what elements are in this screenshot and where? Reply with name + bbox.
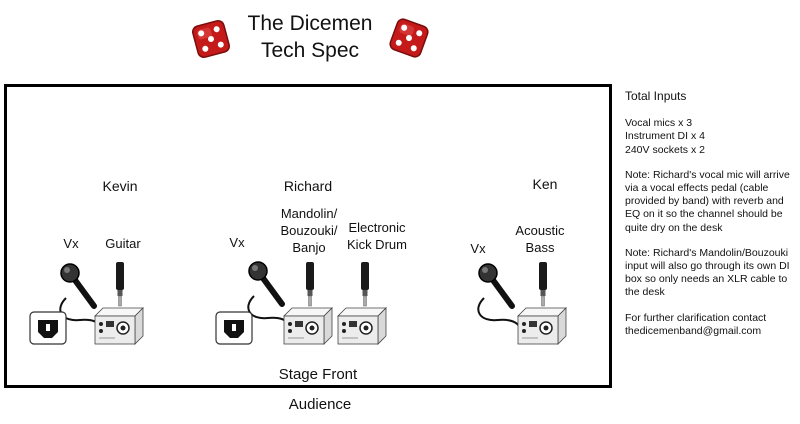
page-title: The Dicemen Tech Spec (230, 10, 390, 64)
richard-di-box-icon-1 (283, 307, 333, 345)
ken-inst-line-1: Acoustic (515, 223, 565, 238)
kevin-power-socket-icon (29, 311, 67, 345)
note-vocal-pedal: Note: Richard's vocal mic will arrive vi… (625, 168, 790, 234)
stage-area (4, 84, 612, 388)
dice-icon-right (387, 16, 431, 60)
ken-name: Ken (532, 176, 558, 192)
contact-text: For further clarification contact thedic… (625, 311, 767, 337)
kevin-jack-cable-icon (115, 261, 125, 307)
richard-instrument-2-label: Electronic Kick Drum (342, 219, 412, 253)
title-line-2: Tech Spec (260, 39, 360, 62)
ken-vx-label: Vx (470, 241, 486, 256)
richard-jack-cable-icon-1 (305, 261, 315, 307)
title-line-1: The Dicemen (247, 12, 373, 35)
richard-inst1-line-3: Banjo (292, 240, 326, 255)
richard-power-socket-icon (215, 311, 253, 345)
notes-heading: Total Inputs (625, 89, 687, 103)
richard-inst1-line-2: Bouzouki/ (280, 223, 338, 238)
dice-icon-left (190, 18, 232, 60)
audience-label: Audience (288, 396, 352, 413)
richard-inst2-line-1: Electronic (348, 220, 406, 235)
richard-inst1-line-1: Mandolin/ (280, 206, 338, 221)
stage-front-label: Stage Front (278, 366, 358, 383)
ken-instrument-label: Acoustic Bass (510, 222, 570, 256)
richard-name: Richard (283, 178, 333, 194)
note-di-box: Note: Richard's Mandolin/Bouzouki input … (625, 246, 790, 299)
richard-jack-cable-icon-2 (360, 261, 370, 307)
inputs-item: 240V sockets x 2 (625, 143, 705, 156)
inputs-item: Instrument DI x 4 (625, 130, 705, 143)
ken-inst-line-2: Bass (525, 240, 555, 255)
inputs-list: Vocal mics x 3 Instrument DI x 4 240V so… (625, 117, 797, 157)
kevin-guitar-label: Guitar (105, 236, 141, 251)
kevin-name: Kevin (102, 178, 138, 194)
richard-vx-label: Vx (229, 235, 245, 250)
richard-instrument-1-label: Mandolin/ Bouzouki/ Banjo (272, 205, 346, 256)
richard-di-box-icon-2 (337, 307, 387, 345)
ken-di-box-icon (517, 307, 567, 345)
richard-inst2-line-2: Kick Drum (347, 237, 407, 252)
notes-panel: Total Inputs Vocal mics x 3 Instrument D… (625, 89, 797, 350)
ken-jack-cable-icon (538, 261, 548, 307)
inputs-item: Vocal mics x 3 (625, 117, 693, 130)
kevin-vx-label: Vx (63, 236, 79, 251)
kevin-di-box-icon (94, 307, 144, 345)
